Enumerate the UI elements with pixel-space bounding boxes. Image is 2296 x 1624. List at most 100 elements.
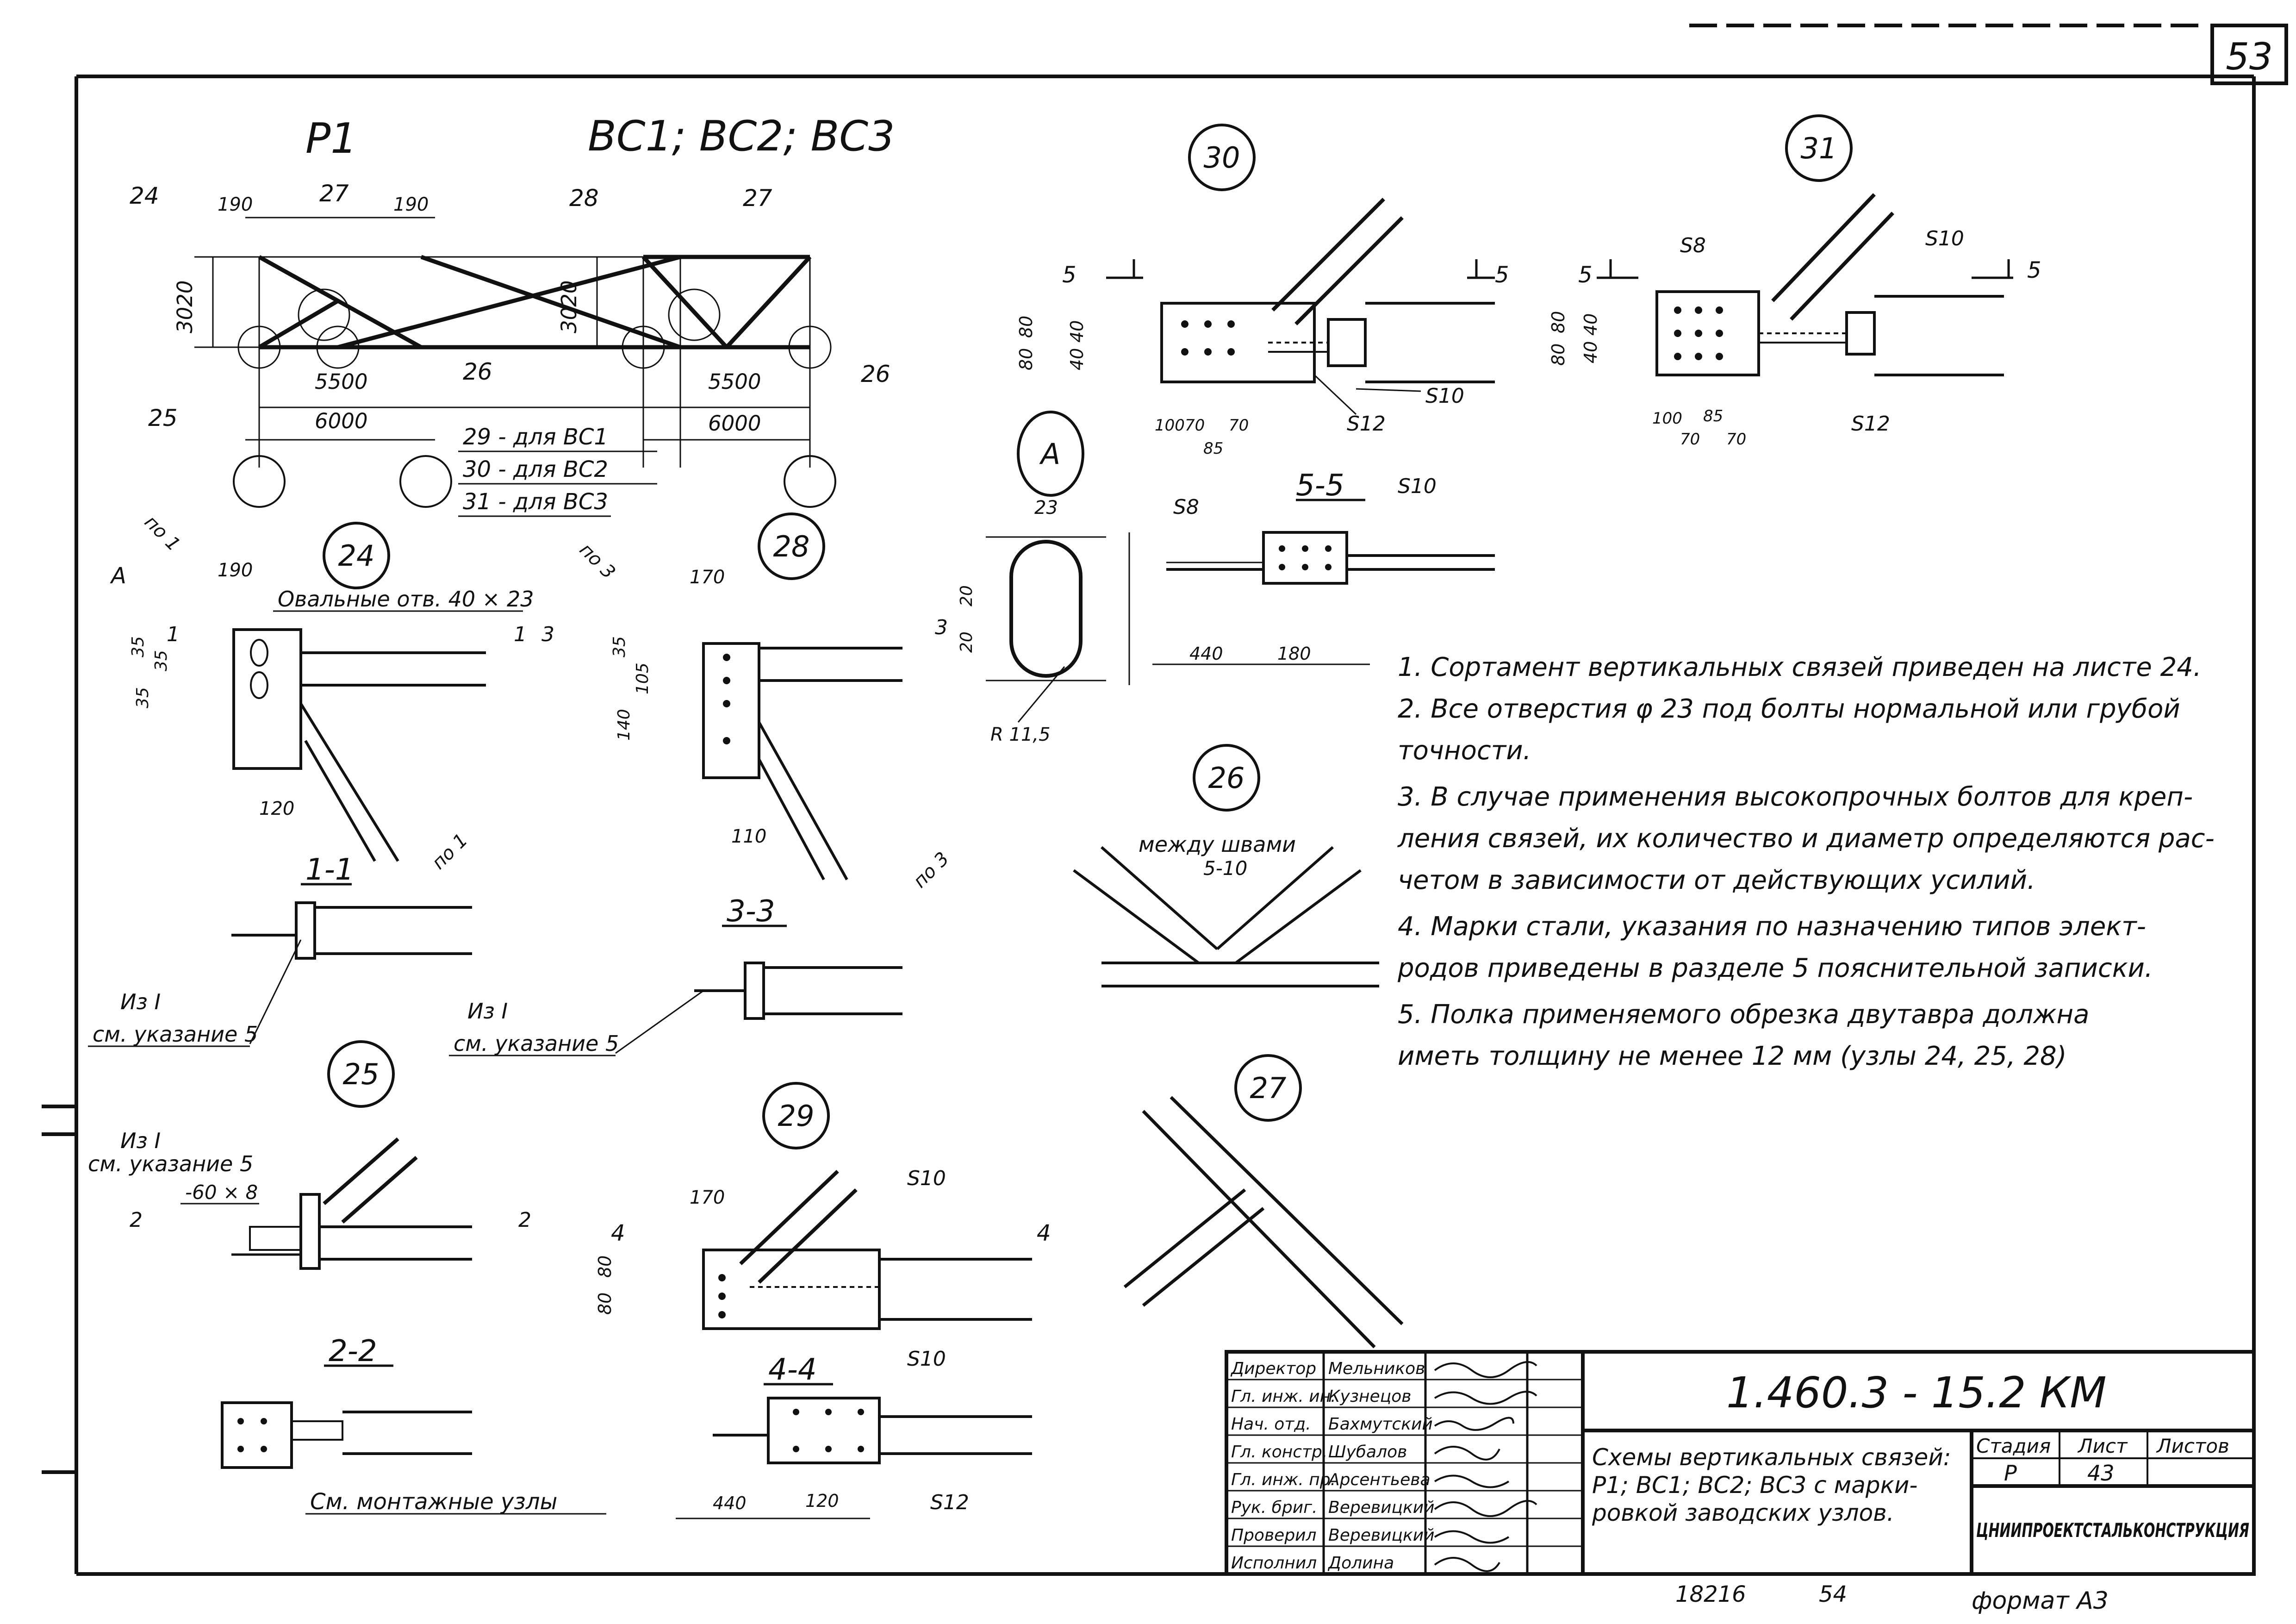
svg-text:Мельников: Мельников (1328, 1359, 1425, 1378)
svg-text:4: 4 (1037, 1220, 1051, 1246)
svg-text:Гл. инж. ин.: Гл. инж. ин. (1231, 1387, 1336, 1406)
svg-text:ровкой заводских узлов.: ровкой заводских узлов. (1592, 1499, 1894, 1526)
svg-text:5-10: 5-10 (1203, 857, 1247, 880)
page-number-box: 53 (2210, 24, 2288, 85)
svg-text:5: 5 (1495, 262, 1509, 288)
svg-text:R 11,5: R 11,5 (990, 724, 1051, 745)
svg-text:S12: S12 (1347, 412, 1386, 436)
node-label-25: 25 (327, 1040, 395, 1108)
svg-text:3: 3 (935, 616, 948, 639)
svg-text:см. указание 5: см. указание 5 (93, 1022, 258, 1047)
node-26-detail: между швами 5-10 (1073, 832, 1379, 987)
svg-text:Схемы вертикальных связей:: Схемы вертикальных связей: (1592, 1444, 1951, 1471)
svg-text:Кузнецов: Кузнецов (1328, 1387, 1411, 1406)
svg-text:30: 30 (1204, 141, 1240, 175)
svg-text:26: 26 (861, 361, 890, 387)
node-31-detail: 5 5 S8 S10 S12 80 80 40 40 100 85 70 70 (1548, 193, 2041, 449)
svg-text:5: 5 (2027, 257, 2041, 283)
svg-text:30 - для ВС2: 30 - для ВС2 (463, 456, 608, 482)
svg-text:2: 2 (518, 1208, 531, 1232)
svg-text:Р1; ВС1; ВС2; ВС3 с марки-: Р1; ВС1; ВС2; ВС3 с марки- (1592, 1472, 1917, 1499)
sheet-frame (42, 24, 2256, 1576)
svg-text:Нач. отд.: Нач. отд. (1231, 1415, 1311, 1434)
svg-text:80: 80 (595, 1293, 615, 1315)
svg-text:Гл. констр.: Гл. констр. (1231, 1443, 1327, 1462)
svg-text:35: 35 (129, 636, 148, 657)
svg-text:2-2: 2-2 (329, 1334, 377, 1368)
svg-text:Гл. инж. пр.: Гл. инж. пр. (1231, 1470, 1336, 1489)
svg-text:см. указание 5: см. указание 5 (454, 1031, 619, 1056)
drawing-code: 1.460.3 - 15.2 КМ (1726, 1368, 2107, 1418)
svg-text:40: 40 (1067, 320, 1087, 343)
page-number: 53 (2226, 35, 2273, 78)
svg-text:S8: S8 (1680, 234, 1706, 257)
svg-text:440: 440 (713, 1493, 747, 1513)
svg-text:23: 23 (1034, 497, 1058, 518)
svg-text:Шубалов: Шубалов (1328, 1443, 1407, 1462)
svg-text:27: 27 (319, 180, 349, 207)
note-line: точности. (1398, 736, 1531, 766)
svg-text:Арсентьева: Арсентьева (1327, 1470, 1431, 1489)
svg-text:1-1: 1-1 (305, 853, 354, 887)
svg-text:180: 180 (1277, 643, 1311, 664)
svg-text:190: 190 (393, 194, 429, 215)
svg-text:6000: 6000 (315, 409, 368, 433)
node-label-28: 28 (758, 512, 825, 580)
note-line: ления связей, их количество и диаметр оп… (1397, 824, 2215, 854)
svg-text:Листов: Листов (2156, 1435, 2229, 1457)
scheme-p1: 24 190 27 190 3020 26 5500 25 6000 (130, 180, 681, 508)
note-line: 5. Полка применяемого обрезка двутавра д… (1398, 999, 2089, 1030)
svg-text:3: 3 (541, 623, 554, 646)
svg-text:2: 2 (130, 1208, 143, 1232)
svg-text:20: 20 (957, 585, 976, 606)
node-label-27: 27 (1234, 1054, 1302, 1122)
svg-text:170: 170 (690, 567, 725, 588)
svg-text:190: 190 (218, 194, 253, 215)
svg-text:3020: 3020 (173, 280, 197, 333)
bottom-number: 54 (1819, 1581, 1847, 1607)
svg-text:3020: 3020 (557, 280, 581, 333)
svg-text:43: 43 (2087, 1461, 2115, 1486)
svg-text:6000: 6000 (708, 411, 761, 436)
svg-text:S10: S10 (907, 1347, 946, 1371)
svg-text:5-5: 5-5 (1296, 468, 1344, 503)
svg-text:-60 × 8: -60 × 8 (185, 1181, 258, 1204)
svg-text:См. монтажные узлы: См. монтажные узлы (310, 1489, 557, 1515)
svg-text:140: 140 (615, 709, 634, 741)
svg-text:120: 120 (805, 1491, 839, 1511)
svg-text:Лист: Лист (2077, 1435, 2128, 1457)
svg-text:70: 70 (1229, 416, 1249, 435)
svg-text:Из I: Из I (120, 989, 161, 1014)
scheme-vs-title: ВС1; ВС2; ВС3 (588, 112, 895, 161)
svg-text:1: 1 (514, 623, 527, 646)
svg-text:40: 40 (1580, 313, 1601, 336)
svg-text:40: 40 (1067, 348, 1087, 370)
svg-text:4: 4 (611, 1220, 625, 1246)
svg-text:105: 105 (633, 662, 652, 694)
svg-text:3-3: 3-3 (727, 894, 775, 929)
svg-text:40: 40 (1580, 341, 1601, 363)
note-line: 2. Все отверстия φ 23 под болты нормальн… (1398, 694, 2180, 724)
node-label-30: 30 (1188, 124, 1256, 191)
svg-text:25: 25 (343, 1057, 380, 1091)
svg-text:70: 70 (1680, 430, 1700, 449)
svg-text:5: 5 (1062, 262, 1076, 288)
svg-text:440: 440 (1189, 643, 1223, 664)
svg-text:80: 80 (1016, 316, 1036, 338)
svg-text:70: 70 (1185, 416, 1205, 435)
svg-text:110: 110 (731, 826, 766, 847)
svg-text:Из I: Из I (120, 1128, 161, 1153)
svg-text:80: 80 (1548, 344, 1568, 366)
svg-text:70: 70 (1726, 430, 1746, 449)
svg-text:26: 26 (463, 358, 492, 385)
svg-text:29 - для ВС1: 29 - для ВС1 (463, 424, 608, 450)
note-line: 1. Сортамент вертикальных связей приведе… (1398, 652, 2202, 682)
svg-text:А: А (110, 563, 126, 589)
svg-text:80: 80 (595, 1255, 615, 1278)
node-27-detail (1123, 1096, 1404, 1349)
svg-text:S10: S10 (1398, 475, 1437, 498)
title-block: 1.460.3 - 15.2 КМ Схемы вертикальных свя… (1225, 1350, 2256, 1576)
svg-text:S8: S8 (1173, 495, 1199, 519)
node-a-detail: 23 20 20 R 11,5 (957, 497, 1130, 745)
